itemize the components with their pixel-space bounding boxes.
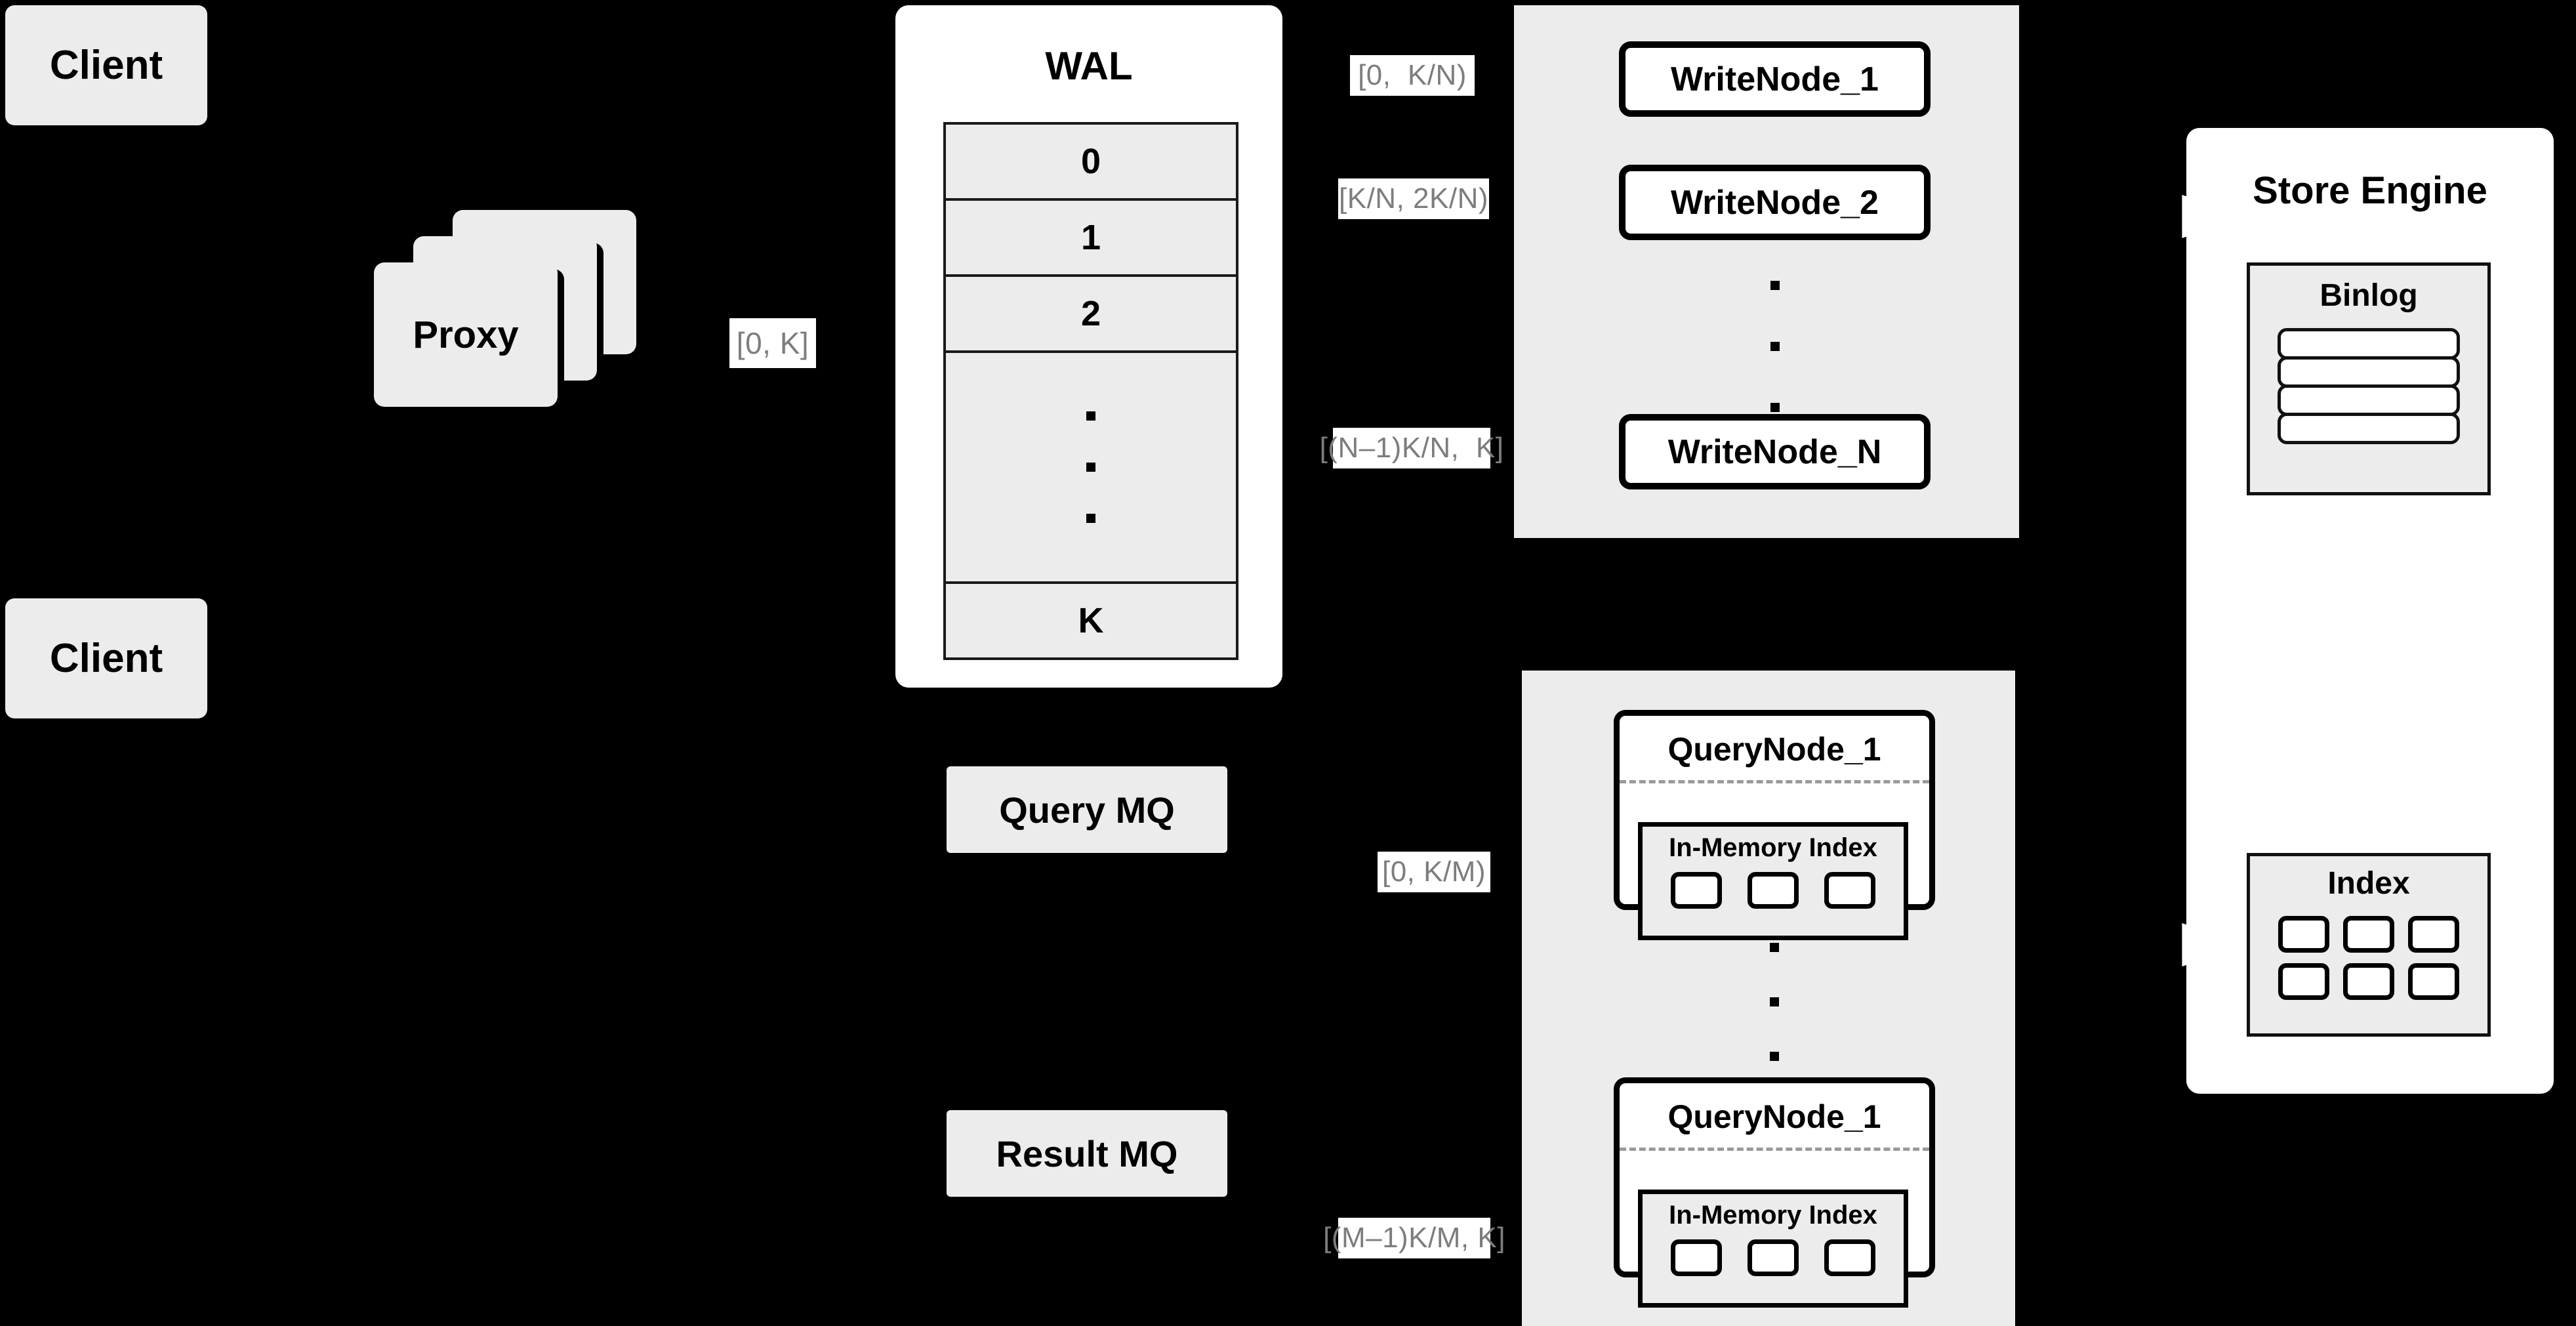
result-mq-label: Result MQ [996,1132,1178,1174]
write-node-1[interactable]: WriteNode_1 [1619,41,1931,117]
query-node-separator [1620,780,1929,783]
result-mq-card[interactable]: Result MQ [947,1110,1227,1197]
index-chip [1824,1239,1875,1276]
query-node-title: QueryNode_1 [1667,1098,1881,1135]
query-node-1[interactable]: QueryNode_1 In-Memory Index [1614,710,1935,940]
wal-panel: WAL 0 1 2 K [895,5,1282,688]
query-node-separator [1620,1148,1929,1151]
range-text: [0, K] [736,326,809,360]
range-label-write-1: [0, K/N) [1350,55,1475,96]
index-chip [1671,1239,1723,1276]
query-node-m[interactable]: QueryNode_1 In-Memory Index [1614,1077,1935,1308]
wal-row: 1 [943,198,1238,274]
query-mq-label: Query MQ [999,789,1175,831]
write-cluster-vertical-ellipsis-icon [1619,281,1931,412]
wal-row: K [943,581,1238,660]
index-chip [1671,872,1723,909]
range-label-proxy: [0, K] [729,318,816,368]
write-node-label: WriteNode_N [1667,432,1882,471]
index-panel: Index [2247,853,2491,1037]
store-engine-title: Store Engine [2253,169,2487,212]
write-node-label: WriteNode_1 [1671,60,1879,98]
wal-row-value: 2 [1080,294,1101,333]
range-text: [(M–1)K/M, K] [1323,1222,1505,1254]
wal-row-ellipsis [943,350,1238,581]
wal-row-list: 0 1 2 K [943,122,1238,660]
query-mq-card[interactable]: Query MQ [947,766,1227,853]
client-label: Client [49,43,163,88]
in-memory-index-label: In-Memory Index [1669,833,1877,862]
write-node-cluster-panel: WriteNode_1 WriteNode_2 WriteNode_N [1514,5,2019,538]
proxy-card[interactable]: Proxy [374,262,558,407]
client-card-1[interactable]: Client [5,5,207,125]
range-label-write-n: [(N–1)K/N, K] [1320,428,1503,468]
proxy-stack[interactable]: Proxy [374,210,682,433]
in-memory-index-panel-2: In-Memory Index [1638,1190,1908,1308]
index-chip [1747,1239,1799,1276]
index-title: Index [2327,866,2410,901]
index-chip [2408,963,2460,1000]
wal-row-value: 0 [1080,142,1101,181]
wal-row-value: K [1078,601,1104,640]
range-text: [0, K/N) [1358,59,1467,91]
index-chip [2278,963,2329,1000]
wal-row: 0 [943,122,1238,198]
wal-title: WAL [1045,44,1133,88]
client-label: Client [49,636,163,681]
range-label-query-1: [0, K/M) [1378,852,1490,892]
client-card-2[interactable]: Client [5,598,207,718]
in-memory-index-label: In-Memory Index [1669,1201,1877,1230]
range-label-query-m: [(M–1)K/M, K] [1323,1218,1505,1258]
vertical-ellipsis-icon [1086,411,1095,523]
binlog-bar [2278,384,2460,416]
write-node-n[interactable]: WriteNode_N [1619,414,1931,489]
range-text: [(N–1)K/N, K] [1319,432,1504,464]
index-chip [2278,916,2329,953]
in-memory-index-panel-1: In-Memory Index [1638,822,1908,940]
range-text: [K/N, 2K/N) [1339,182,1488,215]
query-node-cluster-panel: QueryNode_1 In-Memory Index QueryNode_1 … [1522,671,2015,1326]
index-chip [2342,963,2394,1000]
index-chip [1824,872,1875,909]
binlog-title: Binlog [2320,278,2418,313]
proxy-label: Proxy [413,313,519,356]
binlog-bar [2278,413,2460,444]
index-chip [2408,916,2460,953]
wal-row-value: 1 [1080,218,1101,257]
index-chip [1747,872,1799,909]
write-node-label: WriteNode_2 [1671,183,1879,222]
binlog-bar [2278,328,2460,360]
index-chip [2342,916,2394,953]
range-label-write-2: [K/N, 2K/N) [1338,178,1489,219]
binlog-panel: Binlog [2247,262,2491,495]
binlog-bar [2278,356,2460,388]
query-cluster-vertical-ellipsis-icon [1614,943,1935,1061]
store-engine-panel: Store Engine Binlog Index [2186,128,2554,1094]
wal-row: 2 [943,274,1238,350]
query-node-title: QueryNode_1 [1667,731,1881,768]
range-text: [0, K/M) [1381,856,1486,888]
write-node-2[interactable]: WriteNode_2 [1619,165,1931,240]
